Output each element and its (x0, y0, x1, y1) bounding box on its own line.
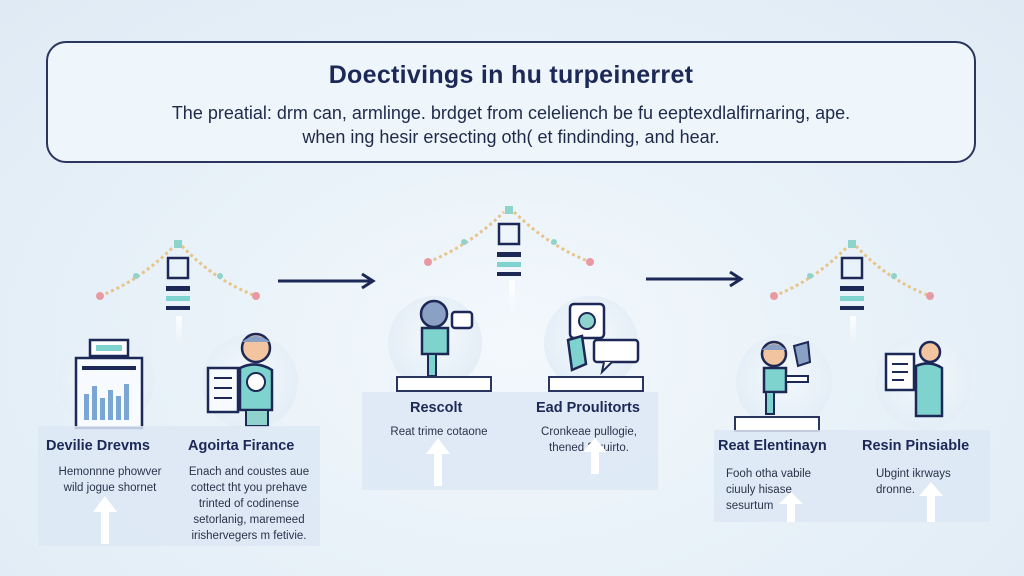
left-stage-panel (38, 426, 320, 546)
stage-left-card-2-description: Enach and coustes aue cottect tht you pr… (188, 466, 310, 542)
stage-left-card-2-title: Agoirta Firance (188, 438, 295, 454)
header-subtitle-line-2: when ing hesir ersecting oth( et findind… (302, 127, 720, 147)
stage-left-card-1-title: Devilie Drevms (46, 438, 150, 454)
stage-right-card-1-description: Fooh otha vabile ciuuly hisase sesurtum (726, 468, 812, 512)
garland-left (96, 240, 260, 310)
stage-right-card-2-description: Ubgint ikrways dronne. (876, 468, 951, 496)
right-beam (850, 316, 856, 346)
person-tablet-icon (419, 299, 474, 377)
person-reading-icon (206, 332, 274, 427)
up-arrow-icon (426, 438, 450, 486)
stage-left-card-1-description: Hemonnne phowver wild jogue shornet (58, 466, 162, 494)
garland-right (770, 240, 934, 310)
person-document-icon (884, 340, 944, 418)
right-stage-panel (714, 430, 990, 522)
stage-middle-card-1-title: Rescolt (410, 400, 463, 416)
middle-pedestal-1 (396, 376, 492, 392)
stage-middle-card-1-description: Reat trime cotaone (390, 426, 488, 438)
header-box: Doectivings in hu turpeinerret The preat… (46, 41, 976, 163)
up-arrow-icon (919, 482, 943, 522)
left-beam (176, 316, 182, 346)
middle-stage-panel (362, 392, 658, 490)
dashboard-icon (74, 338, 144, 430)
stage-right-card-2-title: Resin Pinsiable (862, 438, 970, 454)
person-desk-icon (760, 340, 812, 415)
garland-middle (424, 206, 594, 276)
middle-pedestal-2 (548, 376, 644, 392)
header-title: Doectivings in hu turpeinerret (328, 61, 694, 89)
up-arrow-icon (93, 496, 117, 544)
header-subtitle-line-1: The preatial: drm can, armlinge. brdget … (171, 103, 851, 123)
devices-icon (566, 302, 640, 376)
stage-right-card-1-title: Reat Elentinayn (718, 438, 827, 454)
flow-arrow-2 (646, 270, 744, 288)
stage-middle-card-2-title: Ead Proulitorts (536, 400, 640, 416)
up-arrow-icon (779, 492, 803, 522)
flow-arrow-1 (278, 272, 376, 290)
up-arrow-icon (583, 438, 607, 474)
middle-beam (509, 280, 515, 316)
